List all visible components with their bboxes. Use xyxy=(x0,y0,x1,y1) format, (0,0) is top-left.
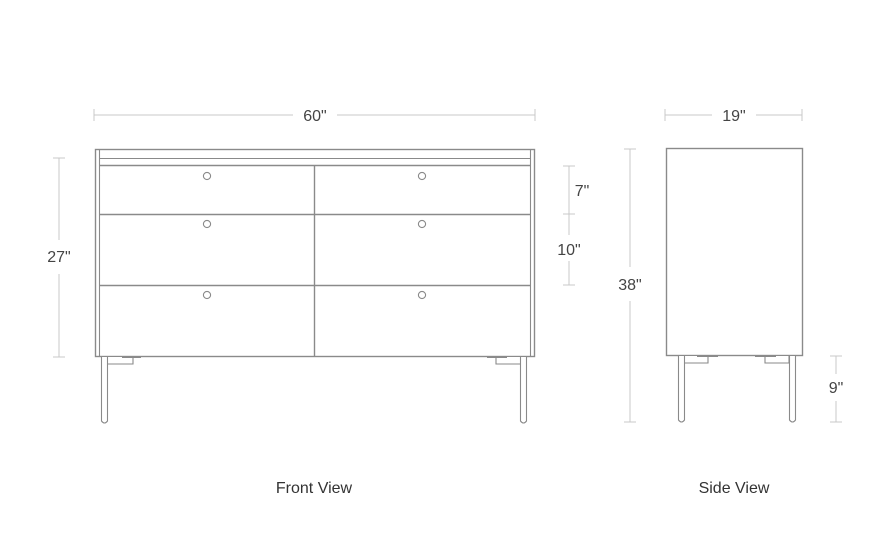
drawer-pull-icon xyxy=(202,171,212,181)
side-height-dimension: 38" xyxy=(618,148,642,423)
drawer-pull-icon xyxy=(417,171,427,181)
side-view-label: Side View xyxy=(699,480,770,497)
leg xyxy=(788,356,797,423)
front-width-label: 60" xyxy=(303,108,326,125)
side-view: 19" 38" 9" Side View xyxy=(618,108,843,497)
side-legs xyxy=(677,355,797,423)
leg xyxy=(677,356,686,423)
side-depth-dimension: 19" xyxy=(664,108,803,125)
front-view-label: Front View xyxy=(276,480,353,497)
drawer-height-dimensions: 7" 10" xyxy=(557,165,590,286)
front-width-dimension: 60" xyxy=(93,108,536,125)
drawer-pull-icon xyxy=(202,290,212,300)
leg xyxy=(519,357,528,424)
lower-drawer-height-label: 10" xyxy=(557,242,580,259)
side-height-label: 38" xyxy=(618,277,641,294)
top-drawer-height-label: 7" xyxy=(575,183,590,200)
front-legs xyxy=(100,356,528,424)
drawer-pull-icon xyxy=(417,290,427,300)
leg xyxy=(100,357,109,424)
drawer-pull-icon xyxy=(202,219,212,229)
front-view: 60" 27" 7" 10" xyxy=(47,108,589,497)
front-height-label: 27" xyxy=(47,249,70,266)
side-depth-label: 19" xyxy=(722,108,745,125)
front-dresser-body xyxy=(94,148,536,358)
drawer-pulls xyxy=(202,171,427,300)
leg-height-label: 9" xyxy=(829,380,844,397)
leg-height-dimension: 9" xyxy=(829,355,844,423)
side-dresser-body xyxy=(665,147,804,357)
drawer-pull-icon xyxy=(417,219,427,229)
front-height-dimension: 27" xyxy=(47,157,71,358)
